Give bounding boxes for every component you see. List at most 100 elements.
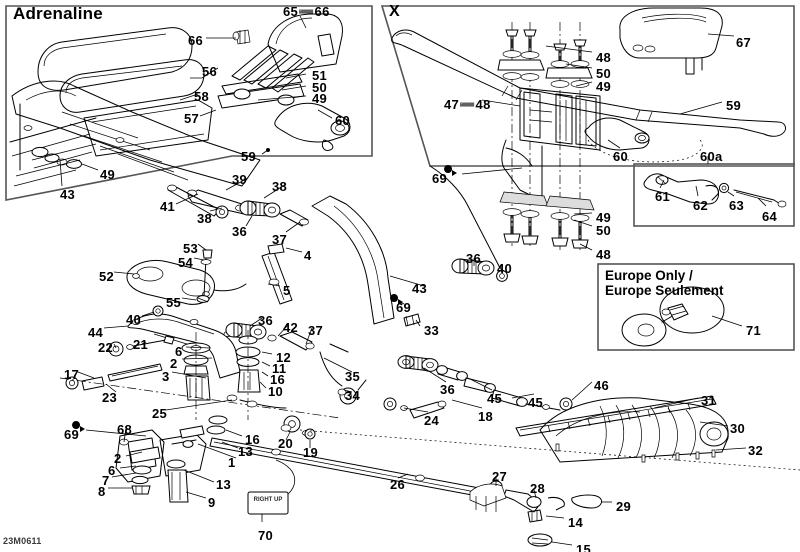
stack-12-11-16-10: [235, 330, 261, 420]
callout-c30: 30: [730, 421, 746, 436]
callout-c26: 26: [390, 477, 406, 492]
callout-c45a: 45: [487, 391, 503, 406]
callout-c55: 55: [166, 295, 182, 310]
callout-c3: 3: [162, 369, 170, 384]
callout-c25: 25: [152, 406, 168, 421]
callout-c41: 41: [160, 199, 176, 214]
callout-c57: 57: [184, 111, 200, 126]
callout-c61: 61: [655, 189, 671, 204]
callout-c14: 14: [568, 515, 584, 530]
callout-c51: 51: [312, 68, 328, 83]
callout-c38b: 38: [197, 211, 213, 226]
callout-c68: 68: [117, 422, 133, 437]
callout-c36a: 36: [232, 224, 248, 239]
callout-c48b: 48: [596, 247, 612, 262]
bushing-36-a: [239, 200, 281, 218]
callout-c21: 21: [133, 337, 149, 352]
callout-c8: 8: [98, 484, 106, 499]
callout-c13b: 13: [216, 477, 232, 492]
callout-c31: 31: [701, 393, 717, 408]
callout-c15: 15: [576, 542, 592, 552]
callout-c5: 5: [283, 283, 291, 298]
callout-c53: 53: [183, 241, 199, 256]
callout-c34: 34: [345, 388, 361, 403]
callout-c23: 23: [102, 390, 118, 405]
callout-c37b: 37: [308, 323, 324, 338]
callout-c50c: 50: [596, 223, 612, 238]
callout-c46: 46: [594, 378, 610, 393]
callout-c69a: 69: [432, 171, 448, 186]
adrenaline-assembly: [9, 13, 351, 187]
bolt-cluster-43: [13, 143, 97, 187]
bushing-36-b: [225, 322, 267, 340]
bushing-36-c: [451, 258, 508, 282]
strips-51: [231, 45, 315, 93]
callout-c49a: 49: [312, 91, 328, 106]
callout-c37a: 37: [272, 232, 288, 247]
panel-frame-europe: [597, 263, 795, 351]
callout-c50: 50: [312, 80, 328, 95]
callout-c33: 33: [424, 323, 440, 338]
callout-c70: 70: [258, 528, 274, 543]
linkage-chain: [397, 355, 573, 411]
europe-assembly: [621, 286, 743, 347]
callout-c16a: 16: [270, 372, 286, 387]
callout-c58: 58: [194, 89, 210, 104]
callout-c9: 9: [208, 495, 216, 510]
callout-c48a: 48: [596, 50, 612, 65]
callout-c27: 27: [492, 469, 508, 484]
callout-c60a: 60: [335, 113, 351, 128]
callout-c52: 52: [99, 269, 115, 284]
callout-c6a: 6: [175, 344, 183, 359]
callout-c45b: 45: [528, 395, 544, 410]
callout-c22: 22: [98, 340, 114, 355]
leader-lines-x: [461, 33, 767, 251]
callout-c69b: 69: [396, 300, 412, 315]
callout-c69c: 69: [64, 427, 80, 442]
callout-c2a: 2: [170, 356, 178, 371]
callout-c65_66: 65➖66: [283, 4, 330, 19]
bolts-top: [497, 29, 593, 88]
callout-c42: 42: [283, 320, 299, 335]
callout-c4: 4: [304, 248, 312, 263]
main-assembly: [59, 165, 800, 547]
callout-c7: 7: [102, 473, 110, 488]
panel-frame-x: [380, 5, 795, 167]
callout-c62: 62: [693, 198, 709, 213]
callout-c32: 32: [748, 443, 764, 458]
callout-c35: 35: [345, 369, 361, 384]
panel-title-adrenaline: Adrenaline: [13, 4, 103, 23]
callout-c49d: 49: [596, 210, 612, 225]
callout-c47_48: 47➖48: [444, 97, 491, 112]
callout-c49c: 49: [596, 79, 612, 94]
callout-c56: 56: [202, 64, 218, 79]
sheet-code: 23M0611: [3, 536, 42, 546]
panel-title-europe: Europe Only / Europe Seulement: [605, 268, 724, 299]
decal-box-70: [247, 491, 289, 515]
x-assembly: [72, 7, 787, 432]
callout-c29: 29: [616, 499, 632, 514]
callout-c16b: 16: [245, 432, 261, 447]
callout-c43b: 43: [412, 281, 428, 296]
callout-c49b: 49: [100, 167, 116, 182]
callout-c54: 54: [178, 255, 194, 270]
callout-c36d: 36: [440, 382, 456, 397]
panel-frame-adrenaline: [5, 5, 373, 201]
callout-c6b: 6: [108, 463, 116, 478]
callout-c40a: 40: [126, 312, 142, 327]
callout-c18: 18: [478, 409, 494, 424]
callout-c60aa: 60a: [700, 149, 723, 164]
callout-c17: 17: [64, 367, 80, 382]
callout-c40b: 40: [497, 261, 513, 276]
callout-c67: 67: [736, 35, 752, 50]
callout-c36b: 36: [258, 313, 274, 328]
callout-c59b: 59: [726, 98, 742, 113]
callout-c50b: 50: [596, 66, 612, 81]
panel-frame-60a: [633, 163, 795, 227]
callout-c20: 20: [278, 436, 294, 451]
callout-c2b: 2: [114, 451, 122, 466]
callout-c12: 12: [276, 350, 292, 365]
callout-c13a: 13: [238, 444, 254, 459]
